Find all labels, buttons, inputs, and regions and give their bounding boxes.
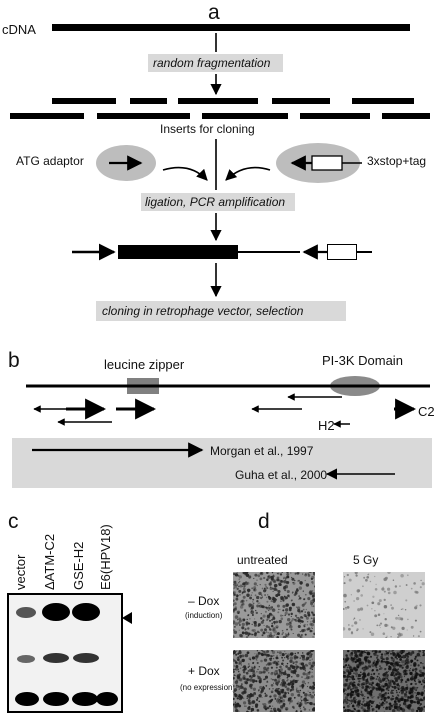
western-blot — [7, 593, 123, 713]
insert-block — [118, 245, 238, 259]
band-h2-mid — [73, 653, 99, 663]
cdna-bar — [52, 24, 410, 31]
fragment — [300, 113, 370, 119]
plate-minus-dox-5gy — [343, 572, 425, 638]
band-vector-bottom — [15, 692, 39, 706]
band-vector-mid — [17, 655, 35, 663]
cdna-label: cDNA — [2, 22, 36, 37]
fragment — [352, 98, 414, 104]
fragment — [272, 98, 330, 104]
panel-b-letter: b — [8, 349, 20, 372]
colony-texture — [343, 572, 425, 638]
fragment — [202, 113, 288, 119]
references-box — [12, 438, 432, 488]
band-c2-top — [42, 603, 70, 621]
col-5gy-label: 5 Gy — [353, 553, 379, 567]
colony-texture — [343, 650, 425, 712]
morgan-label: Morgan et al., 1997 — [210, 444, 314, 458]
fragment — [382, 113, 430, 119]
band-h2-top — [72, 603, 100, 621]
colony-texture — [233, 650, 315, 712]
random-fragmentation-label: random fragmentation — [153, 56, 271, 70]
guha-label: Guha et al., 2000 — [235, 468, 328, 482]
row-plus-dox-label: + Dox — [188, 664, 220, 678]
fragment — [10, 113, 84, 119]
panel-a-letter: a — [208, 1, 220, 24]
fragment — [130, 98, 167, 104]
row-plus-dox-sub: (no expression) — [180, 683, 236, 692]
tag-box — [327, 244, 357, 260]
plate-plus-dox-untreated — [233, 650, 315, 712]
colony-texture — [233, 572, 315, 638]
col-untreated-label: untreated — [237, 553, 288, 567]
band-c2-bottom — [43, 692, 69, 706]
plate-plus-dox-5gy — [343, 650, 425, 712]
ligation-label: ligation, PCR amplification — [145, 195, 286, 209]
band-e6-bottom — [96, 692, 118, 706]
cloning-label: cloning in retrophage vector, selection — [102, 304, 304, 318]
random-fragmentation-box — [148, 54, 283, 72]
h2-label: H2 — [318, 418, 335, 433]
leucine-zipper-label: leucine zipper — [104, 357, 185, 372]
band-c2-mid — [43, 653, 69, 663]
panel-c-letter: c — [8, 510, 19, 533]
row-minus-dox-sub: (induction) — [185, 611, 223, 620]
plate-minus-dox-untreated — [233, 572, 315, 638]
fragment — [97, 113, 190, 119]
fragment — [52, 98, 116, 104]
inserts-label: Inserts for cloning — [160, 122, 255, 136]
ligation-box — [141, 193, 295, 211]
row-minus-dox-label: – Dox — [188, 594, 220, 608]
stop-tag-label: 3xstop+tag — [367, 154, 427, 168]
band-h2-bottom — [72, 692, 98, 706]
atg-adaptor-label: ATG adaptor — [16, 154, 84, 168]
band-vector-top — [16, 607, 36, 618]
cloning-box — [96, 301, 346, 321]
pi3k-domain-label: PI-3K Domain — [322, 353, 403, 368]
c2-label: C2 — [418, 404, 435, 419]
panel-d-letter: d — [258, 510, 270, 533]
fragment — [178, 98, 258, 104]
